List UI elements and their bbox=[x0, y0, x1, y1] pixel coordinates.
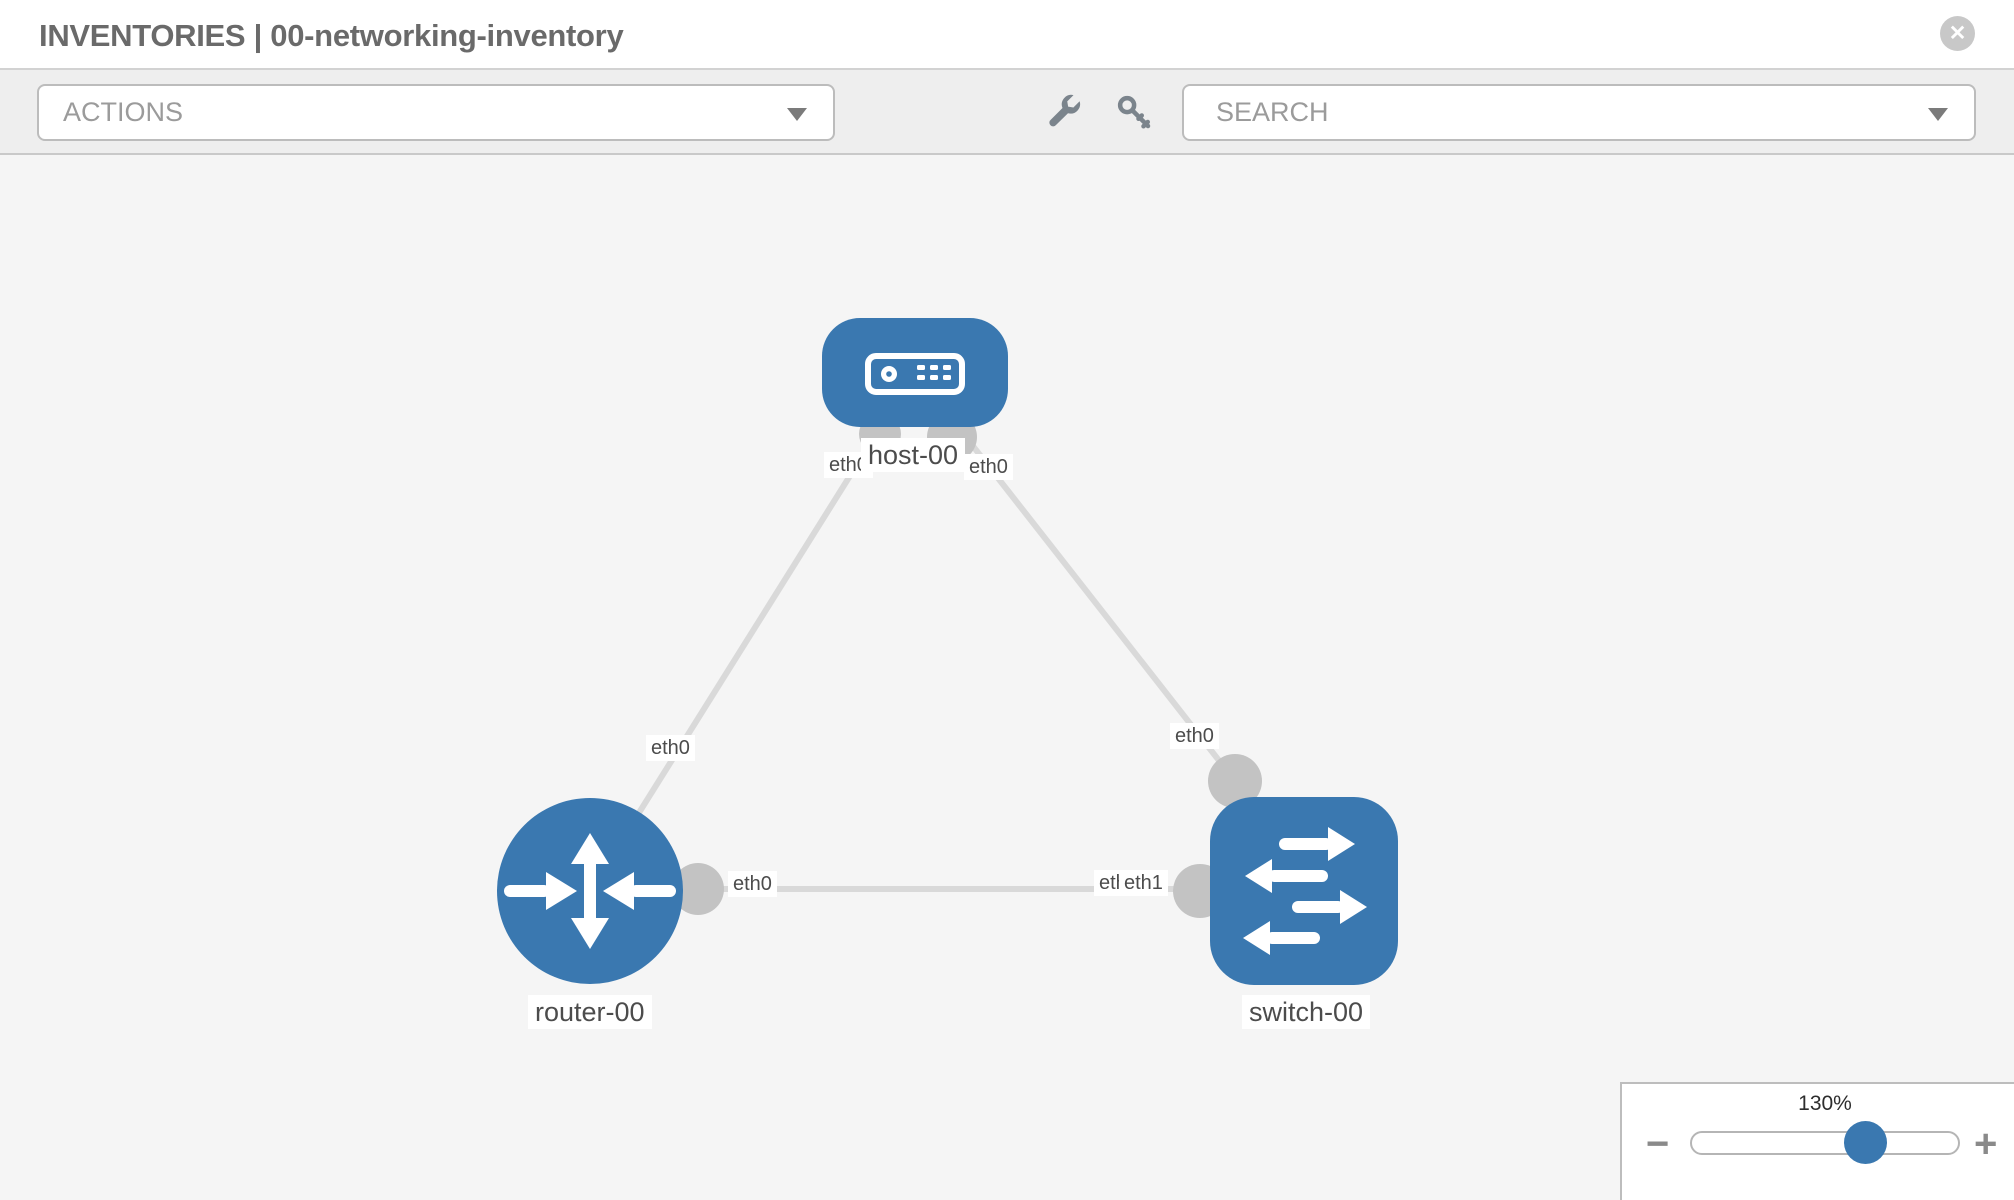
toolbar: ACTIONS SEARCH bbox=[0, 70, 2014, 155]
actions-dropdown-label: ACTIONS bbox=[63, 97, 184, 127]
node-switch-00[interactable] bbox=[1210, 797, 1398, 985]
search-dropdown[interactable]: SEARCH bbox=[1182, 84, 1976, 141]
interface-connectors bbox=[672, 412, 1262, 918]
wrench-glyph bbox=[1049, 94, 1081, 127]
switch-icon bbox=[1243, 827, 1367, 955]
node-router-00[interactable] bbox=[497, 798, 683, 984]
interface-label: eth1 bbox=[1119, 870, 1168, 897]
node-label-router: router-00 bbox=[528, 995, 652, 1030]
zoom-slider-knob[interactable] bbox=[1844, 1121, 1887, 1164]
interface-label: eth0 bbox=[964, 454, 1013, 481]
interface-label: eth0 bbox=[1170, 723, 1219, 750]
zoom-slider-track[interactable] bbox=[1690, 1131, 1960, 1155]
host-icon bbox=[865, 353, 965, 395]
node-label-host: host-00 bbox=[861, 438, 966, 473]
zoom-in-icon[interactable]: + bbox=[1974, 1122, 1998, 1166]
key-glyph bbox=[1117, 95, 1151, 129]
node-label-switch: switch-00 bbox=[1242, 995, 1371, 1030]
caret-down-icon bbox=[1928, 108, 1948, 121]
page-title: INVENTORIES | 00-networking-inventory bbox=[39, 18, 624, 53]
close-icon[interactable]: ✕ bbox=[1940, 16, 1975, 51]
key-icon[interactable] bbox=[1114, 92, 1154, 132]
node-host-00[interactable] bbox=[822, 318, 1008, 427]
zoom-out-icon[interactable]: − bbox=[1646, 1122, 1670, 1166]
zoom-level-readout: 130% bbox=[1798, 1092, 1852, 1115]
panel-header: INVENTORIES | 00-networking-inventory ✕ bbox=[0, 0, 2014, 70]
interface-label: eth0 bbox=[646, 735, 695, 762]
interface-label: eth0 bbox=[728, 871, 777, 898]
router-icon bbox=[504, 833, 676, 949]
caret-down-icon bbox=[787, 108, 807, 121]
search-dropdown-label: SEARCH bbox=[1216, 97, 1329, 127]
connector-router-eth0 bbox=[672, 863, 724, 915]
wrench-icon[interactable] bbox=[1046, 92, 1086, 132]
topology-canvas[interactable]: eth0 eth0 host-00 eth0 eth0 eth0 eth0 et… bbox=[0, 155, 2014, 1200]
zoom-widget: 130% − + bbox=[1620, 1082, 2014, 1200]
topology-graph bbox=[497, 318, 1398, 985]
connector-switch-eth0 bbox=[1208, 754, 1262, 808]
actions-dropdown[interactable]: ACTIONS bbox=[37, 84, 835, 141]
